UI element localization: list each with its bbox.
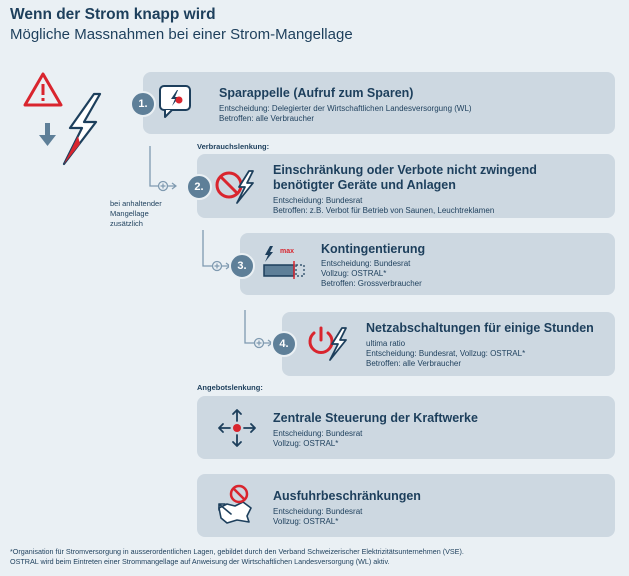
prohibited-lightning-icon xyxy=(215,170,254,204)
step-badge-4: 4. xyxy=(271,331,297,357)
step-card-4: Netzabschaltungen für einige Stunden ult… xyxy=(282,312,615,376)
supply-title-2: Ausfuhrbeschränkungen xyxy=(273,489,421,503)
power-button-lightning-icon xyxy=(308,326,347,361)
crosshair-arrows-icon xyxy=(218,409,256,447)
supply-details-2: Entscheidung: Bundesrat Vollzug: OSTRAL* xyxy=(273,507,363,526)
step-title-1: Sparappelle (Aufruf zum Sparen) xyxy=(219,86,414,100)
lightning-icon xyxy=(62,92,102,166)
step-card-3: max Kontingentierung Entscheidung: Bunde… xyxy=(240,233,615,295)
step-details-4: ultima ratio Entscheidung: Bundesrat, Vo… xyxy=(366,339,526,368)
step-details-3: Entscheidung: Bundesrat Vollzug: OSTRAL*… xyxy=(321,259,422,288)
step-title-3: Kontingentierung xyxy=(321,242,426,256)
supply-details-1: Entscheidung: Bundesrat Vollzug: OSTRAL* xyxy=(273,429,363,448)
supply-card-export: Ausfuhrbeschränkungen Entscheidung: Bund… xyxy=(197,474,615,537)
step-card-2: Einschränkung oder Verbote nicht zwingen… xyxy=(197,154,615,218)
supply-card-power-plants: Zentrale Steuerung der Kraftwerke Entsch… xyxy=(197,396,615,459)
step-card-1: Sparappelle (Aufruf zum Sparen) Entschei… xyxy=(143,72,615,134)
side-note: bei anhaltender Mangellage zusätzlich xyxy=(110,199,162,228)
step-details-2: Entscheidung: Bundesrat Betroffen: z.B. … xyxy=(273,196,495,215)
section-label-supply: Angebotslenkung: xyxy=(197,383,263,392)
step-badge-2: 2. xyxy=(186,174,212,200)
step-title-4: Netzabschaltungen für einige Stunden xyxy=(366,321,594,335)
warning-triangle-icon xyxy=(23,72,63,107)
page-title: Wenn der Strom knapp wird xyxy=(10,6,216,23)
battery-max-icon xyxy=(263,246,305,279)
footnote: *Organisation für Stromversorgung in aus… xyxy=(10,547,464,566)
battery-max-label: max xyxy=(280,248,295,255)
supply-title-1: Zentrale Steuerung der Kraftwerke xyxy=(273,411,478,425)
down-arrow-icon xyxy=(39,123,56,146)
step-badge-1: 1. xyxy=(130,91,156,117)
page-subtitle: Mögliche Massnahmen bei einer Strom-Mang… xyxy=(10,26,353,43)
speech-bubble-power-icon xyxy=(159,85,191,118)
map-export-icon xyxy=(218,484,252,524)
step-badge-3: 3. xyxy=(229,253,255,279)
section-label-consumption: Verbrauchslenkung: xyxy=(197,142,270,151)
step-details-1: Entscheidung: Delegierter der Wirtschaft… xyxy=(219,104,472,123)
step-title-2: Einschränkung oder Verbote nicht zwingen… xyxy=(273,163,537,192)
